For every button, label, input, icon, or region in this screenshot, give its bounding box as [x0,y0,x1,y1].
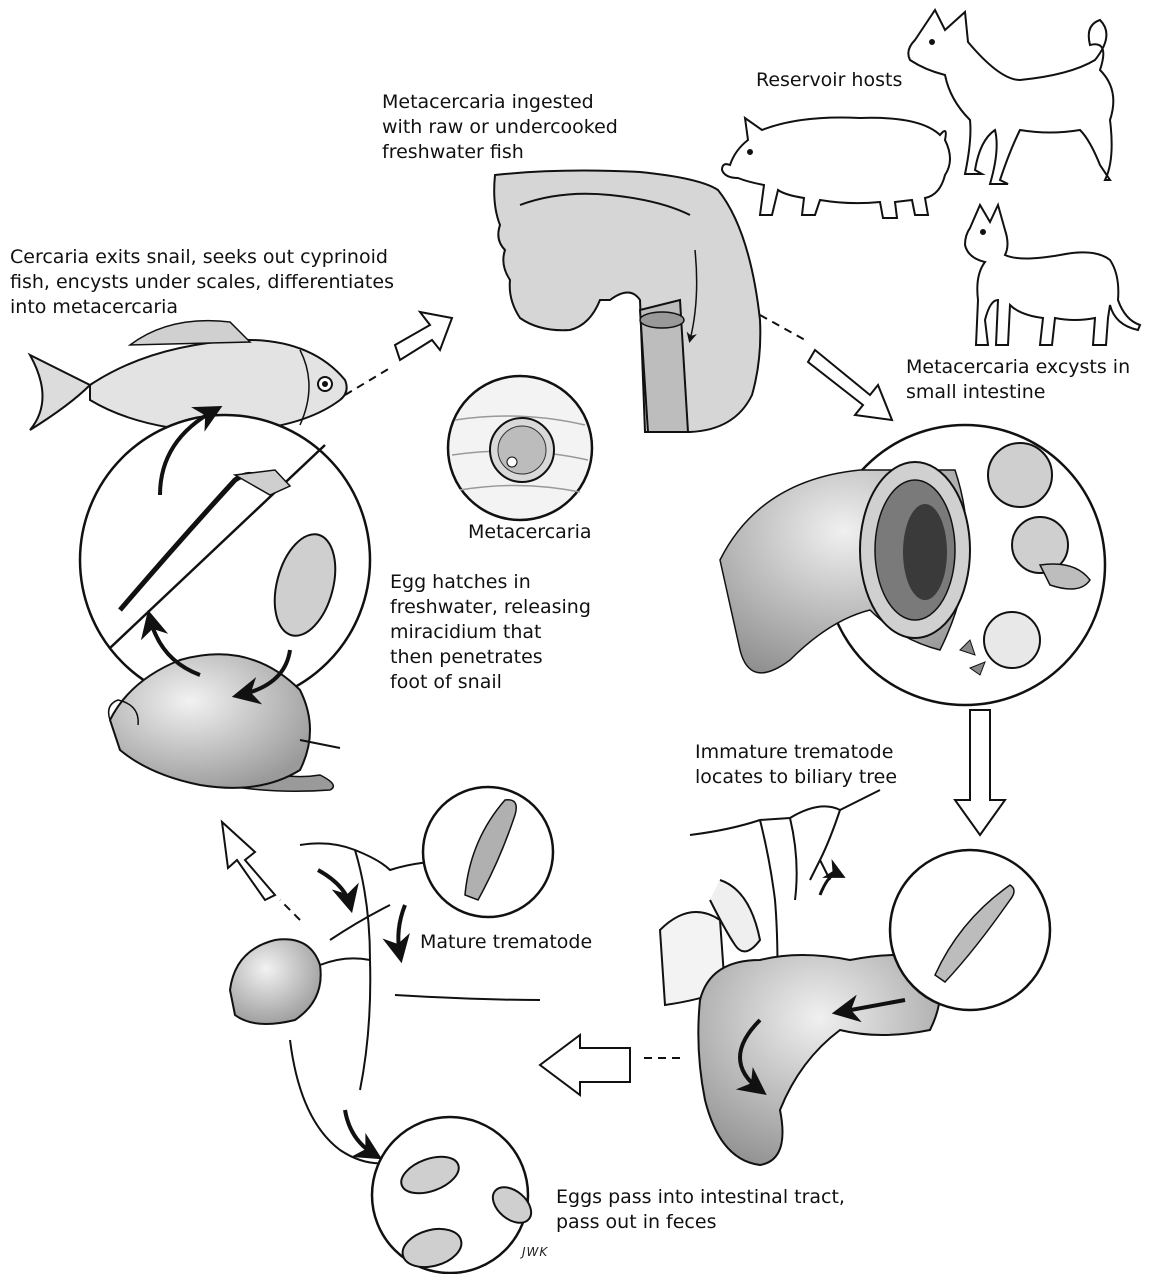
cycle-arrow-human-to-intestine [760,315,892,420]
eggs-pass-label: Eggs pass into intestinal tract, pass ou… [556,1185,845,1235]
egg-hatches-label: Egg hatches in freshwater, releasing mir… [390,570,591,695]
pig-icon [722,118,950,219]
cycle-arrow-fish-to-human [345,312,452,395]
immature-trematode-circle [890,850,1050,1010]
metacercaria-label: Metacercaria [468,520,592,545]
cercaria-exits-label: Cercaria exits snail, seeks out cyprinoi… [10,245,394,320]
cycle-arrow-intestine-to-biliary [955,710,1005,835]
cycle-arrow-left-to-snail [222,822,300,920]
arrow-up-biliary [820,874,840,895]
immature-trematode-label: Immature trematode locates to biliary tr… [695,740,897,790]
eggs-circle [372,1117,538,1273]
arrow-to-eggs [345,1110,375,1155]
mature-trematode-label: Mature trematode [420,930,592,955]
gallbladder-icon [230,939,321,1024]
arrow-bile-2 [398,905,405,955]
fish-icon [30,321,347,432]
metacercaria-ingested-label: Metacercaria ingested with raw or underc… [382,90,618,165]
artist-signature: JWK [522,1245,548,1259]
mature-trematode-circle [423,787,553,917]
arrow-bile-1 [318,870,350,905]
cat-icon [965,205,1140,345]
metacercaria-circle [448,376,592,520]
cycle-arrow-biliary-to-left [540,1035,680,1095]
metacercaria-excysts-label: Metacercaria excysts in small intestine [906,355,1130,405]
duodenum-right [698,955,940,1165]
reservoir-hosts-label: Reservoir hosts [756,68,902,93]
intestine-icon [720,425,1105,705]
